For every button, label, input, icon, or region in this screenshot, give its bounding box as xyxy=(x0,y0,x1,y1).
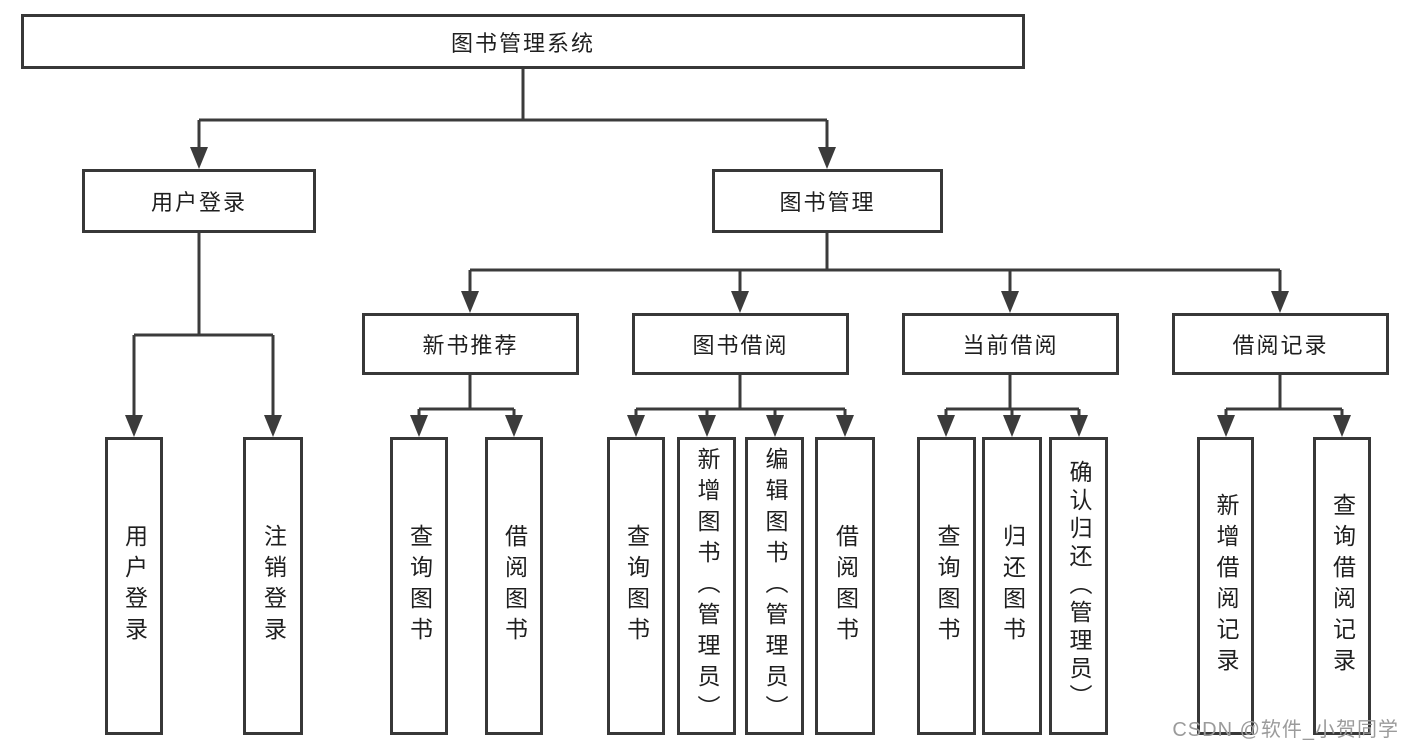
node-label: 用户登录 xyxy=(150,190,247,215)
node-borrow-books-recommend: 借阅图书 xyxy=(485,437,543,735)
node-label: 借阅记录 xyxy=(1232,333,1329,358)
node-query-borrow-record: 查询借阅记录 xyxy=(1313,437,1371,735)
node-label: 用户登录 xyxy=(121,524,148,648)
node-label: 查询图书 xyxy=(623,524,650,648)
node-borrow-book: 借阅图书 xyxy=(815,437,875,735)
node-label: 图书管理系统 xyxy=(450,30,595,56)
node-label: 借阅图书 xyxy=(501,524,528,648)
node-label: 新增借阅记录 xyxy=(1213,493,1239,679)
node-label: 借阅图书 xyxy=(832,524,859,648)
node-user-login-leaf: 用户登录 xyxy=(105,437,163,735)
node-add-borrow-record: 新增借阅记录 xyxy=(1197,437,1254,735)
node-new-book-recommend: 新书推荐 xyxy=(362,313,579,375)
node-label: 注销登录 xyxy=(260,524,287,648)
node-library-management-system: 图书管理系统 xyxy=(21,14,1025,69)
csdn-watermark: CSDN @软件_小贺同学 xyxy=(1172,719,1399,741)
node-logout: 注销登录 xyxy=(243,437,303,735)
node-label: 编辑图书（管理员） xyxy=(762,446,788,726)
node-borrowing-records: 借阅记录 xyxy=(1172,313,1389,375)
node-edit-book-admin: 编辑图书（管理员） xyxy=(745,437,804,735)
node-label: 图书管理 xyxy=(779,190,876,215)
node-query-books-current: 查询图书 xyxy=(917,437,976,735)
node-label: 查询图书 xyxy=(934,524,960,648)
node-confirm-return-admin: 确认归还（管理员） xyxy=(1049,437,1108,735)
node-query-books-borrow: 查询图书 xyxy=(607,437,665,735)
node-label: 新增图书（管理员） xyxy=(694,446,720,726)
node-label: 归还图书 xyxy=(999,524,1026,648)
node-user-login-module: 用户登录 xyxy=(82,169,316,233)
node-book-borrowing: 图书借阅 xyxy=(632,313,849,375)
node-add-book-admin: 新增图书（管理员） xyxy=(677,437,736,735)
node-return-book: 归还图书 xyxy=(982,437,1042,735)
node-label: 确认归还（管理员） xyxy=(1066,460,1092,712)
node-label: 图书借阅 xyxy=(692,333,789,358)
node-label: 查询图书 xyxy=(406,524,433,648)
node-current-borrowing: 当前借阅 xyxy=(902,313,1119,375)
node-label: 当前借阅 xyxy=(962,333,1059,358)
node-query-books-recommend: 查询图书 xyxy=(390,437,448,735)
node-label: 新书推荐 xyxy=(422,333,519,358)
node-book-management-module: 图书管理 xyxy=(712,169,943,233)
node-label: 查询借阅记录 xyxy=(1329,493,1356,679)
